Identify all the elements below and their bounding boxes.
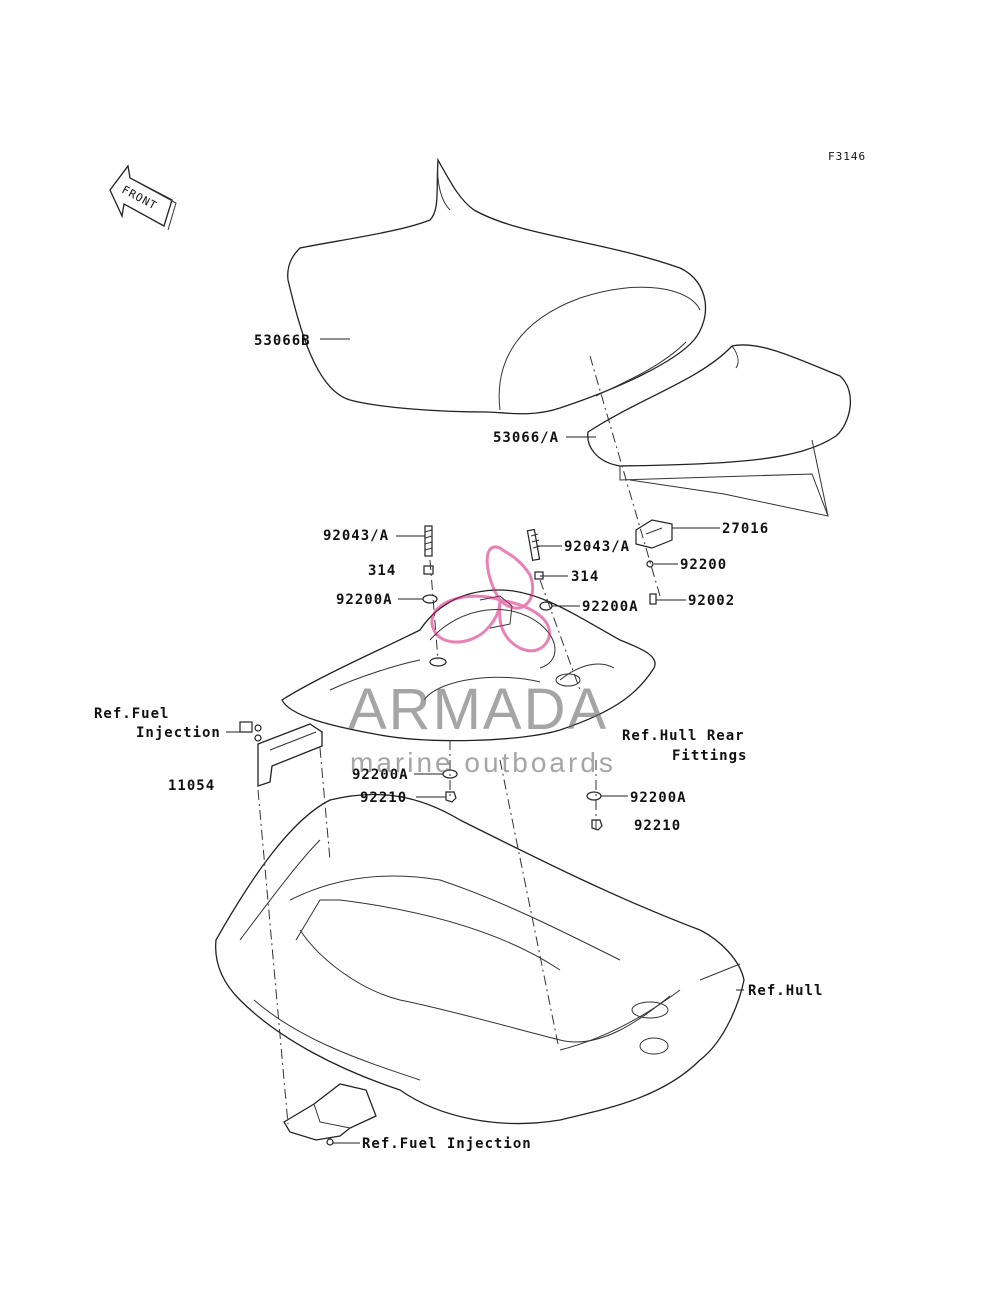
label-nut-right-bottom: 92210	[634, 818, 681, 834]
figure-code: F3146	[828, 150, 866, 163]
label-ref-hull-rear-line1: Ref.Hull Rear	[622, 728, 745, 744]
nut-right-bottom	[591, 819, 603, 831]
bolt-latch	[649, 593, 657, 605]
bolt-left	[424, 525, 433, 557]
watermark-brand: ARMADA	[348, 677, 608, 742]
label-washer-left-bottom: 92200A	[352, 767, 409, 783]
washer-right-top	[539, 601, 553, 611]
front-arrow-label: FRONT	[120, 183, 160, 212]
fuel-injection-bracket	[283, 1083, 377, 1146]
seat-base-cover	[281, 589, 656, 742]
collar-left	[423, 565, 434, 575]
label-washer-latch: 92200	[680, 557, 727, 573]
label-latch: 27016	[722, 521, 769, 537]
front-direction-arrow: FRONT	[109, 164, 177, 231]
label-ref-fuel-line1: Ref.Fuel	[94, 706, 169, 722]
label-washer-left-top: 92200A	[336, 592, 393, 608]
label-ref-hull-rear-line2: Fittings	[672, 748, 747, 764]
leader-lines	[226, 338, 744, 1144]
label-seat-rear: 53066/A	[493, 430, 559, 446]
rear-seat-cover	[587, 344, 851, 517]
label-ref-hull: Ref.Hull	[748, 983, 823, 999]
label-collar-right: 314	[571, 569, 599, 585]
watermark: ARMADA marine outboards	[348, 545, 616, 778]
front-seat-cover	[287, 157, 707, 415]
label-bracket: 11054	[168, 778, 215, 794]
seat-latch	[635, 519, 673, 605]
hull-body	[214, 793, 745, 1125]
bracket-11054	[239, 721, 323, 787]
washer-latch	[646, 560, 654, 568]
nut-left-bottom	[445, 791, 457, 803]
washer-left-top	[422, 594, 438, 604]
label-seat-front: 53066B	[254, 333, 311, 349]
label-nut-left-bottom: 92210	[360, 790, 407, 806]
label-bolt-latch: 92002	[688, 593, 735, 609]
callout-labels: 53066B 53066/A 27016 92043/A 92043/A 314…	[94, 333, 823, 1152]
label-ref-fuel-bottom: Ref.Fuel Injection	[362, 1136, 532, 1152]
label-collar-left: 314	[368, 563, 396, 579]
bolt-right	[526, 528, 541, 561]
label-washer-right-top: 92200A	[582, 599, 639, 615]
label-washer-right-bottom: 92200A	[630, 790, 687, 806]
label-ref-fuel-line2: Injection	[136, 725, 221, 741]
washer-right-bottom	[586, 791, 602, 801]
alignment-lines	[257, 355, 661, 1125]
watermark-tagline: marine outboards	[350, 747, 616, 778]
watermark-logo-icon	[430, 545, 551, 653]
label-bolt-right: 92043/A	[564, 539, 630, 555]
label-bolt-left: 92043/A	[323, 528, 389, 544]
